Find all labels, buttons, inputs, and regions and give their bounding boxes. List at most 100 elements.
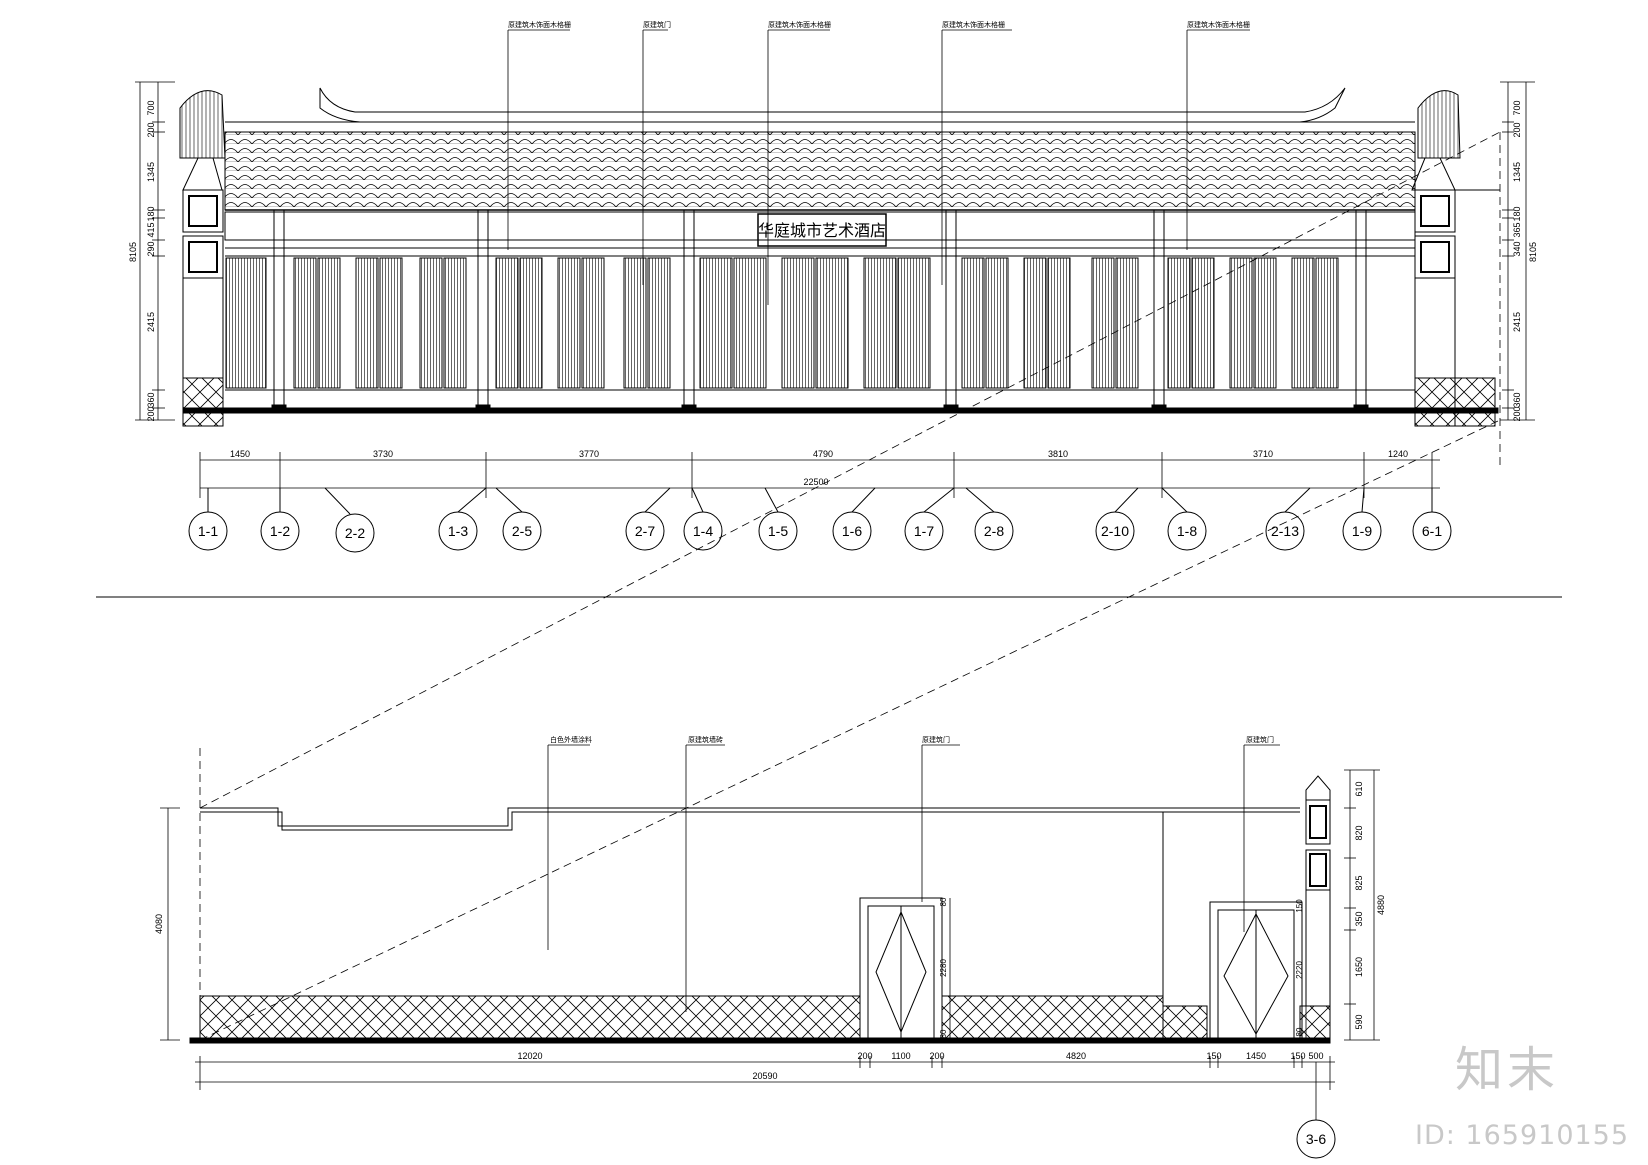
lower-callout-leaders bbox=[547, 744, 1280, 1012]
vdim-text: 80 bbox=[1295, 1027, 1304, 1036]
lower-horizontal-dims bbox=[195, 1056, 1335, 1120]
hdim-text: 1450 bbox=[1246, 1051, 1266, 1061]
grid-label: 2-7 bbox=[635, 523, 655, 539]
left-tower bbox=[179, 90, 226, 427]
callout-text: 原建筑木饰面木格栅 bbox=[508, 20, 571, 29]
grid-label: 1-8 bbox=[1177, 523, 1197, 539]
vdim-text: 590 bbox=[1354, 1014, 1364, 1029]
vdim-text: 200 bbox=[146, 406, 156, 421]
hdim-text: 150 bbox=[1206, 1051, 1221, 1061]
vdim-total: 8105 bbox=[128, 242, 138, 262]
grid-label: 2-10 bbox=[1101, 523, 1129, 539]
lower-elevation: 白色外墙涂料 原建筑墙砖 原建筑门 原建筑门 4080 80 2280 80 1… bbox=[154, 735, 1386, 1159]
hdim-text: 200 bbox=[929, 1051, 944, 1061]
vdim-text: 365 bbox=[1512, 222, 1522, 237]
vdim-text: 1345 bbox=[1512, 162, 1522, 182]
hdim-text: 150 bbox=[1290, 1051, 1305, 1061]
hdim-text: 200 bbox=[857, 1051, 872, 1061]
grid-label: 6-1 bbox=[1422, 523, 1442, 539]
hdim-text: 4790 bbox=[813, 449, 833, 459]
hdim-text: 3810 bbox=[1048, 449, 1068, 459]
hdim-total: 22500 bbox=[803, 477, 828, 487]
callout-text: 原建筑门 bbox=[1246, 735, 1274, 744]
callout-text: 原建筑墙砖 bbox=[688, 735, 723, 744]
hdim-text: 3730 bbox=[373, 449, 393, 459]
vdim-text: 200 bbox=[1512, 406, 1522, 421]
vdim-text: 700 bbox=[1512, 100, 1522, 115]
vdim-text: 825 bbox=[1354, 875, 1364, 890]
upper-callout-leaders bbox=[507, 29, 1250, 305]
door-2 bbox=[1209, 901, 1303, 1039]
right-tower bbox=[1411, 90, 1500, 427]
tiled-base-tower bbox=[1299, 1005, 1331, 1039]
hdim-text: 1240 bbox=[1388, 449, 1408, 459]
vdim-text: 180 bbox=[146, 206, 156, 221]
vdim-text: 2280 bbox=[939, 959, 948, 977]
door-1 bbox=[859, 897, 943, 1039]
upper-horizontal-dims bbox=[199, 452, 1440, 498]
callout-text: 原建筑木饰面木格栅 bbox=[942, 20, 1005, 29]
grid-label: 1-1 bbox=[198, 523, 218, 539]
hdim-text: 12020 bbox=[517, 1051, 542, 1061]
vdim-text: 1650 bbox=[1354, 957, 1364, 977]
grid-label: 2-2 bbox=[345, 525, 365, 541]
callout-text: 白色外墙涂料 bbox=[550, 735, 592, 744]
hdim-text: 500 bbox=[1308, 1051, 1323, 1061]
vdim-total: 4880 bbox=[1376, 895, 1386, 915]
vdim-text: 340 bbox=[1512, 241, 1522, 256]
ground-line-upper bbox=[182, 407, 1499, 414]
upper-elevation: 华庭城市艺术酒店 bbox=[128, 20, 1538, 553]
grid-bubble bbox=[1296, 1119, 1336, 1159]
lower-left-height-dim bbox=[160, 807, 180, 1041]
vdim-text: 610 bbox=[1354, 781, 1364, 796]
vdim-text: 180 bbox=[1512, 206, 1522, 221]
callout-text: 原建筑门 bbox=[643, 20, 671, 29]
vdim-text: 700 bbox=[146, 100, 156, 115]
hdim-text: 3710 bbox=[1253, 449, 1273, 459]
vdim-text: 360 bbox=[146, 392, 156, 407]
vdim-text: 150 bbox=[1295, 899, 1304, 913]
watermark-id: ID: 165910155 bbox=[1415, 1120, 1630, 1151]
callout-text: 原建筑木饰面木格栅 bbox=[1187, 20, 1250, 29]
roof-tiles bbox=[224, 131, 1416, 211]
vdim-text: 80 bbox=[939, 897, 948, 906]
vdim-text: 360 bbox=[1512, 392, 1522, 407]
vdim-text: 820 bbox=[1354, 825, 1364, 840]
vdim-text: 290 bbox=[146, 241, 156, 256]
roof-ridge bbox=[319, 87, 1346, 123]
hdim-text: 1100 bbox=[891, 1051, 910, 1061]
callout-text: 原建筑木饰面木格栅 bbox=[768, 20, 831, 29]
vdim-total: 8105 bbox=[1528, 242, 1538, 262]
vdim-text: 350 bbox=[1354, 911, 1364, 926]
hdim-text: 3770 bbox=[579, 449, 599, 459]
watermark-logo: 知末 bbox=[1455, 1042, 1560, 1098]
shop-sign-text: 华庭城市艺术酒店 bbox=[758, 221, 886, 240]
grid-label: 1-2 bbox=[270, 523, 290, 539]
grid-bubbles bbox=[188, 487, 1452, 553]
hdim-total: 20590 bbox=[752, 1071, 777, 1081]
vdim-text: 1345 bbox=[146, 162, 156, 182]
tiled-base-right bbox=[1162, 1005, 1208, 1039]
grid-label: 1-9 bbox=[1352, 523, 1372, 539]
grid-label: 1-6 bbox=[842, 523, 862, 539]
vdim-total: 4080 bbox=[154, 914, 164, 934]
grid-label: 2-13 bbox=[1271, 523, 1299, 539]
grid-label: 1-4 bbox=[693, 523, 713, 539]
vdim-text: 2220 bbox=[1295, 961, 1304, 979]
projection-lines bbox=[199, 131, 1501, 1041]
grid-label: 2-5 bbox=[512, 523, 532, 539]
tiled-base-mid bbox=[941, 995, 1164, 1039]
shop-sign bbox=[757, 213, 887, 247]
callout-text: 原建筑门 bbox=[922, 735, 950, 744]
tiled-base-left bbox=[199, 995, 861, 1039]
grid-label: 1-5 bbox=[768, 523, 788, 539]
grid-label: 3-6 bbox=[1306, 1131, 1326, 1147]
vdim-text: 2415 bbox=[146, 312, 156, 332]
grid-label: 1-3 bbox=[448, 523, 468, 539]
vdim-text: 200 bbox=[146, 122, 156, 137]
lattice-door-panels bbox=[225, 257, 1339, 389]
ground-line-lower bbox=[189, 1037, 1331, 1044]
upper-callout-texts: 原建筑木饰面木格栅 原建筑门 原建筑木饰面木格栅 原建筑木饰面木格栅 原建筑木饰… bbox=[508, 20, 1250, 29]
vdim-text: 80 bbox=[939, 1029, 948, 1038]
